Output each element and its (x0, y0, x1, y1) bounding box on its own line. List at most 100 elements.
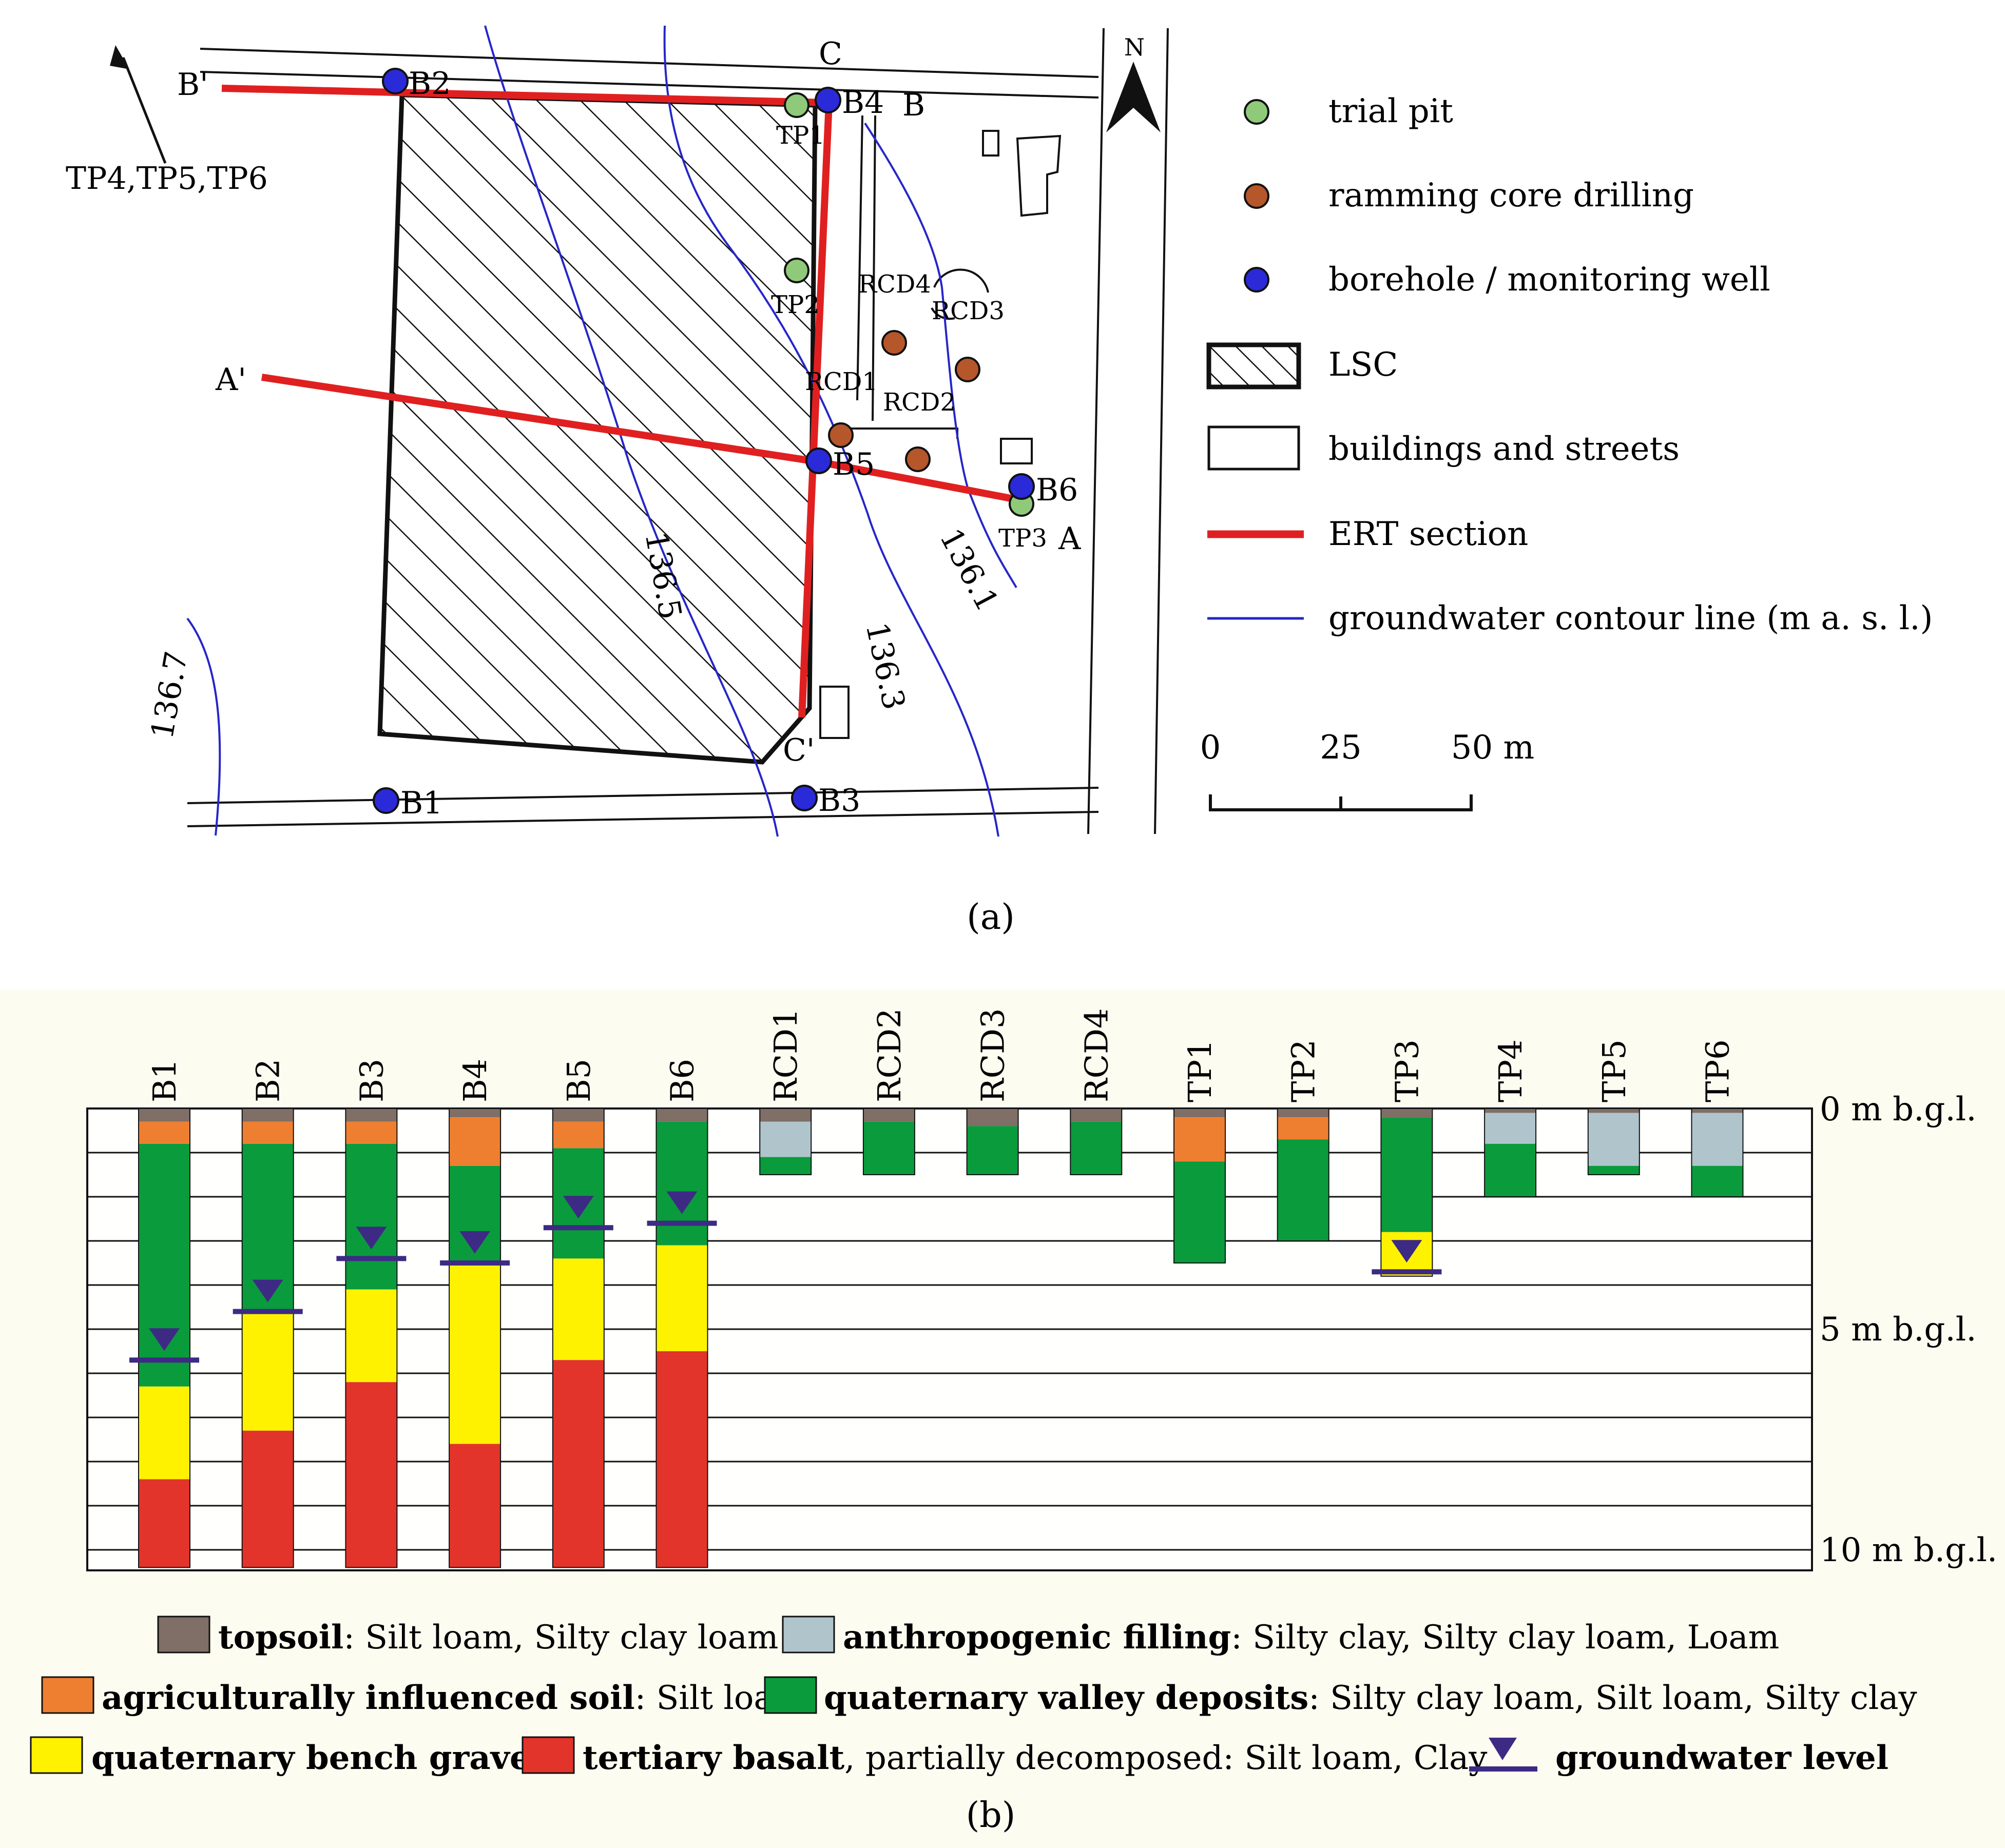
b1-marker (373, 787, 399, 814)
b4-layer-agri (449, 1117, 501, 1166)
label-b2: B2 (409, 66, 451, 102)
column-tp4 (1484, 1108, 1537, 1197)
b2-layer-gravel (242, 1311, 294, 1431)
log-columns (129, 1108, 1744, 1568)
b4-groundwater-marker (459, 1231, 491, 1254)
scale-tick-0: 0 (1200, 729, 1221, 767)
b1-groundwater-marker (149, 1328, 180, 1351)
tp4-outline (1484, 1108, 1537, 1197)
legend-borehole-label: borehole / monitoring well (1328, 261, 1770, 299)
tp1-marker (784, 92, 809, 118)
legend-valley-swatch (764, 1676, 817, 1714)
legend-gravel-swatch (30, 1736, 83, 1774)
north-arrow: N (1106, 33, 1161, 132)
rcd4-outline (1070, 1108, 1123, 1175)
b5-layer-gravel (552, 1258, 604, 1360)
rcd1-layer-anthro (760, 1121, 812, 1157)
column-name-b5: B5 (560, 1059, 597, 1102)
tp4-layer-anthro (1485, 1113, 1536, 1144)
b5-outline (552, 1108, 605, 1568)
rcd3-outline (966, 1108, 1019, 1175)
legend-topsoil: topsoil: Silt loam, Silty clay loam (218, 1618, 778, 1657)
rcd3-layer-topsoil (967, 1108, 1018, 1126)
b4-layer-basalt (449, 1444, 501, 1568)
contour-label-136-3: 136.3 (858, 619, 912, 713)
column-name-tp4: TP4 (1492, 1039, 1529, 1102)
column-name-b3: B3 (353, 1059, 390, 1102)
label-b1: B1 (400, 785, 442, 821)
legend-borehole-icon (1244, 267, 1269, 293)
tp5-layer-topsoil (1588, 1108, 1640, 1113)
column-rcd3 (966, 1108, 1019, 1175)
label-tp2: TP2 (771, 290, 820, 319)
north-label: N (1124, 33, 1145, 61)
tp2-layer-valley (1277, 1139, 1329, 1241)
legend-contour-label: groundwater contour line (m a. s. l.) (1328, 599, 1933, 637)
column-name-tp2: TP2 (1285, 1039, 1322, 1102)
column-rcd4 (1070, 1108, 1123, 1175)
tp2-marker (784, 258, 809, 283)
label-rcd1: RCD1 (805, 367, 878, 396)
label-section-b: B (902, 87, 925, 123)
tp5-layer-anthro (1588, 1113, 1640, 1166)
b4-layer-topsoil (449, 1108, 501, 1118)
legend-trial-pit-icon (1244, 99, 1269, 125)
b3-outline (345, 1108, 398, 1568)
offmap-arrow: TP4,TP5,TP6 (66, 45, 268, 197)
b6-groundwater-marker (666, 1191, 698, 1214)
legend-anthro: anthropogenic filling: Silty clay, Silty… (843, 1618, 1779, 1657)
legend-ert-label: ERT section (1328, 515, 1528, 553)
b2-outline (241, 1108, 294, 1568)
tp1-layer-valley (1174, 1161, 1225, 1263)
legend-buildings-icon (1207, 425, 1300, 471)
label-b6: B6 (1036, 472, 1078, 508)
label-section-c-prime: C' (783, 732, 815, 768)
b2-layer-agri (242, 1121, 294, 1144)
label-rcd2: RCD2 (883, 388, 956, 417)
label-rcd4: RCD4 (858, 270, 931, 299)
tp5-outline (1587, 1108, 1640, 1175)
column-tp1 (1173, 1108, 1226, 1263)
depth-label-10: 10 m b.g.l. (1820, 1531, 1997, 1569)
column-name-b4: B4 (456, 1059, 494, 1102)
b1-outline (138, 1108, 190, 1568)
b5-layer-topsoil (552, 1108, 604, 1122)
column-b3 (336, 1108, 407, 1568)
scale-tick-25: 25 (1320, 729, 1361, 767)
column-tp2 (1277, 1108, 1329, 1241)
column-b6 (647, 1108, 717, 1568)
b2-marker (382, 68, 409, 94)
rcd2-layer-valley (863, 1121, 915, 1175)
site-map: TP4,TP5,TP6 N 136.7 136.5 136.3 136.1 (66, 25, 1933, 938)
column-rcd2 (862, 1108, 915, 1175)
label-section-b-prime: B' (177, 67, 208, 103)
contour-label-136-7: 136.7 (144, 649, 195, 742)
column-b4 (440, 1108, 510, 1568)
b3-layer-topsoil (345, 1108, 397, 1122)
rcd2-marker (955, 357, 980, 382)
label-b3: B3 (818, 783, 860, 819)
label-rcd3: RCD3 (932, 297, 1005, 325)
tp2-layer-topsoil (1277, 1108, 1329, 1118)
tp1-layer-agri (1174, 1117, 1225, 1162)
contour-label-136-1: 136.1 (932, 522, 1005, 617)
tp5-layer-valley (1588, 1165, 1640, 1175)
legend-lsc-icon (1206, 342, 1301, 390)
b4-marker (815, 87, 841, 113)
tp3-layer-valley (1381, 1117, 1433, 1232)
column-b1 (129, 1108, 199, 1568)
rcd4-layer-topsoil (1070, 1108, 1122, 1122)
tp2-layer-agri (1277, 1117, 1329, 1140)
legend-gw: groundwater level (1555, 1739, 1888, 1777)
column-name-rcd2: RCD2 (871, 1008, 908, 1102)
label-tp1: TP1 (776, 121, 825, 150)
b2-groundwater-marker (252, 1279, 283, 1302)
legend-lsc-label: LSC (1328, 346, 1398, 384)
legend-anthro-swatch (782, 1616, 835, 1654)
map-legend: trial pit ramming core drilling borehole… (1206, 92, 1933, 637)
scale-tick-50: 50 m (1451, 729, 1534, 767)
label-section-a-prime: A' (215, 362, 246, 398)
caption-b: (b) (966, 1795, 1016, 1836)
tp6-layer-topsoil (1691, 1108, 1743, 1113)
